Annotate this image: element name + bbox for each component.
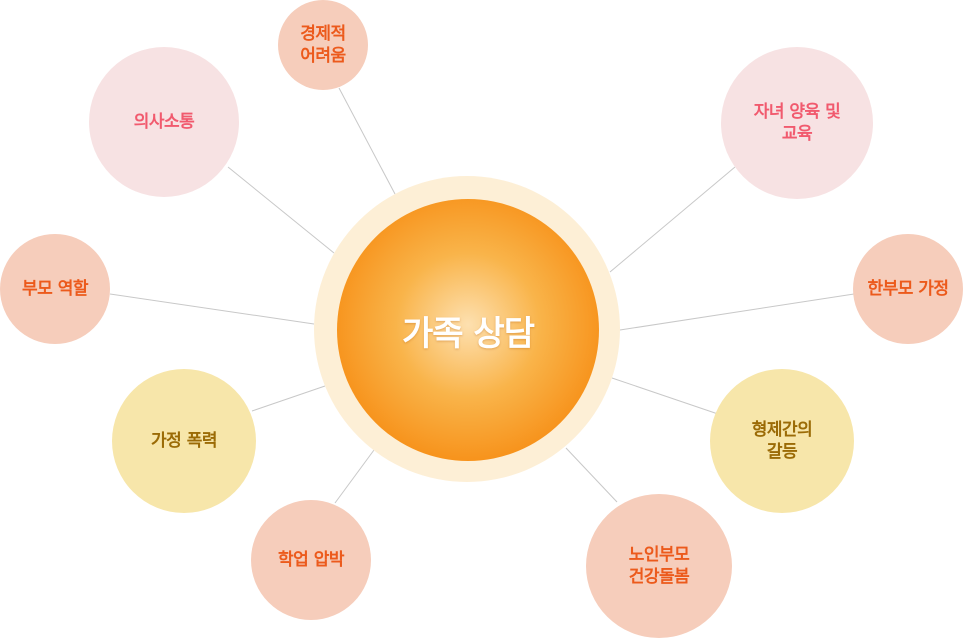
center-node: 가족 상담	[337, 199, 599, 461]
connector-single-parent	[619, 293, 855, 331]
node-economic-label: 경제적 어려움	[300, 24, 346, 66]
node-parent-role: 부모 역할	[0, 234, 110, 344]
node-sibling-conflict: 형제간의 갈등	[710, 369, 854, 513]
node-communication-label: 의사소통	[133, 112, 195, 132]
node-sibling-conflict-label: 형제간의 갈등	[751, 420, 813, 462]
node-single-parent: 한부모 가정	[853, 234, 963, 344]
connector-academic-pressure	[334, 449, 375, 504]
connector-economic	[338, 87, 396, 195]
node-child-rearing: 자녀 양육 및 교육	[721, 47, 873, 199]
connector-elderly-care	[565, 447, 618, 503]
node-elderly-care: 노인부모 건강돌봄	[586, 494, 732, 638]
connector-domestic-violence	[251, 385, 326, 412]
node-domestic-violence-label: 가정 폭력	[151, 431, 217, 451]
center-label: 가족 상담	[402, 313, 535, 354]
node-domestic-violence: 가정 폭력	[112, 369, 256, 513]
connector-parent-role	[109, 293, 315, 325]
node-child-rearing-label: 자녀 양육 및 교육	[753, 102, 841, 144]
connector-child-rearing	[609, 166, 736, 273]
node-elderly-care-label: 노인부모 건강돌봄	[628, 545, 690, 587]
node-academic-pressure-label: 학업 압박	[278, 550, 344, 570]
node-academic-pressure: 학업 압박	[251, 500, 371, 620]
node-communication: 의사소통	[89, 47, 239, 197]
node-parent-role-label: 부모 역할	[22, 279, 88, 299]
node-single-parent-label: 한부모 가정	[867, 279, 949, 299]
connector-communication	[227, 166, 335, 254]
connector-sibling-conflict	[611, 377, 719, 415]
node-economic: 경제적 어려움	[278, 0, 368, 90]
